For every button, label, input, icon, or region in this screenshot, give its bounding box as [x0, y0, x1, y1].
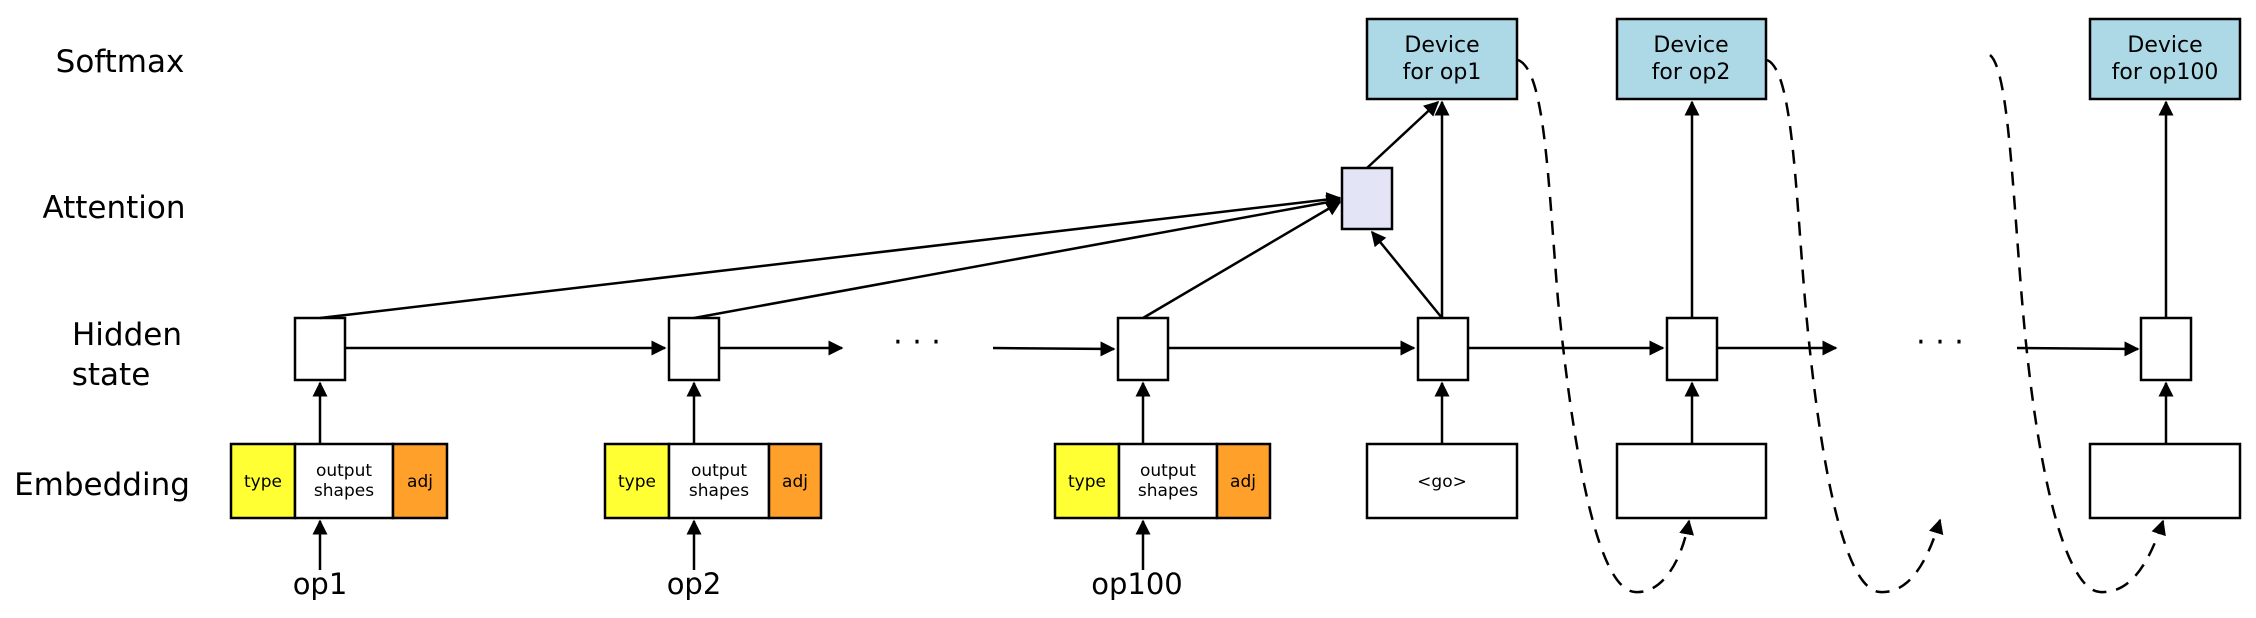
device-label-line2: for op100: [2112, 60, 2219, 85]
feedback-device-op2-to-next: [1766, 58, 1944, 594]
adj-cell: [1215, 442, 1272, 520]
feedback-device-prev-to-last: [1989, 54, 2166, 594]
shapes-label-1: output: [1140, 461, 1196, 481]
type-label: type: [618, 472, 656, 492]
adj-label: adj: [407, 472, 433, 492]
shapes-label-1: output: [691, 461, 747, 481]
op-label: op1: [293, 567, 348, 601]
shapes-label-1: output: [316, 461, 372, 481]
op-label: op100: [1091, 567, 1183, 601]
adj-cell: [767, 442, 823, 520]
prev-device-embedding-cell: [2088, 442, 2242, 520]
shapes-label-2: shapes: [689, 481, 749, 501]
row-label-state: state: [72, 357, 151, 393]
hidden-cell: [667, 316, 721, 382]
prev-device-embedding-cell: [1615, 442, 1768, 520]
decoder-step-1: <go> Device for op1: [1365, 17, 1519, 520]
device-box-op2: [1615, 17, 1768, 101]
row-label-hidden: Hidden: [72, 317, 182, 353]
adj-label: adj: [782, 472, 808, 492]
op-label: op2: [667, 567, 722, 601]
decoder-step-100: Device for op100: [2088, 17, 2242, 520]
adj-label: adj: [1230, 472, 1256, 492]
attn-edge-decoder-query: [1371, 230, 1443, 319]
go-token-label: <go>: [1417, 472, 1467, 492]
type-cell: [1053, 442, 1121, 520]
attn-to-device-op1: [1366, 100, 1440, 169]
row-label-softmax: Softmax: [56, 44, 185, 80]
device-label-line1: Device: [1404, 33, 1479, 58]
encoder-op1: type output shapes adj op1: [229, 316, 449, 601]
decoder-hidden-cell: [2139, 316, 2193, 382]
type-label: type: [1068, 472, 1106, 492]
device-label-line2: for op1: [1403, 60, 1482, 85]
type-label: type: [244, 472, 282, 492]
decoder-step-2: Device for op2: [1615, 17, 1768, 520]
feedback-device-op1-to-step2: [1517, 58, 1694, 594]
encoder-op2: type output shapes adj op2: [603, 316, 823, 601]
attn-edge-op2: [693, 195, 1342, 320]
device-label-line1: Device: [2127, 33, 2202, 58]
shapes-cell: [667, 442, 771, 520]
arrow-into-hidden-op100: [992, 341, 1116, 357]
ellipsis-encoder: · · ·: [893, 325, 941, 360]
device-box-op1: [1365, 17, 1519, 101]
type-cell: [229, 442, 297, 520]
adj-cell: [391, 442, 449, 520]
row-label-attention: Attention: [42, 190, 185, 226]
decoder-hidden-cell: [1665, 316, 1719, 382]
go-embedding-cell: [1365, 442, 1519, 520]
shapes-label-2: shapes: [314, 481, 374, 501]
arrow-into-decoder-last: [2016, 341, 2140, 357]
row-label-embedding: Embedding: [14, 467, 190, 503]
hidden-cell: [1116, 316, 1170, 382]
ellipsis-decoder: · · ·: [1916, 325, 1964, 360]
hidden-cell: [293, 316, 347, 382]
decoder-hidden-cell: [1416, 316, 1470, 382]
encoder-op100: type output shapes adj op100: [1053, 316, 1272, 601]
device-box-op100: [2088, 17, 2242, 101]
attn-edge-op100: [1142, 200, 1342, 320]
shapes-cell: [1117, 442, 1219, 520]
shapes-label-2: shapes: [1138, 481, 1198, 501]
attention-box: [1340, 166, 1394, 231]
shapes-cell: [293, 442, 395, 520]
attn-edge-op1: [319, 192, 1342, 320]
device-label-line2: for op2: [1652, 60, 1731, 85]
device-label-line1: Device: [1653, 33, 1728, 58]
